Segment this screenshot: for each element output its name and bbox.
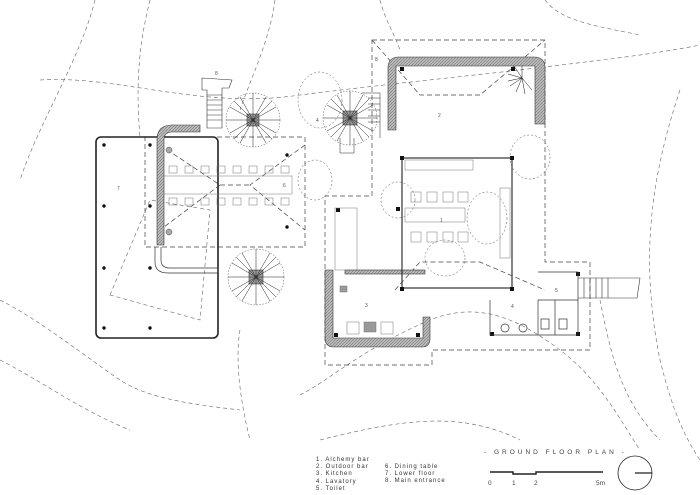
legend-item: 3. Kitchen [316, 471, 353, 478]
dining-table [163, 165, 293, 206]
legend-item: 1. Alchemy bar [316, 457, 370, 463]
room-tag-kitchen: 3 [365, 303, 368, 309]
room-tag-lavatory: 4 [511, 304, 514, 310]
bar-furniture [297, 71, 551, 335]
legend-column-2: 6. Dining table 7. Lower floor 8. Main e… [385, 464, 446, 486]
room-tag-alchemy-bar: 1 [440, 218, 443, 224]
room-tag-main-entrance: 8 [375, 57, 378, 63]
entrance-stair-right [578, 277, 641, 299]
room-tag-lower-floor: 7 [117, 186, 120, 192]
legend-item: 6. Dining table [385, 464, 439, 470]
bar-room [401, 157, 513, 289]
legend-column-1: 1. Alchemy bar 2. Outdoor bar 3. Kitchen… [316, 457, 370, 493]
room-tag-outdoor-bar: 2 [438, 113, 441, 119]
bar-building-walls [324, 56, 546, 348]
site-contours [0, 0, 700, 461]
dining-wall [156, 124, 201, 246]
drawing-title: - GROUND FLOOR PLAN - [484, 449, 627, 456]
entrance-stair-left [201, 77, 233, 129]
roof-outlines [144, 39, 591, 366]
scale-bar [490, 471, 603, 475]
toilet-block [489, 271, 579, 336]
scale-label: 2 [534, 480, 538, 487]
scale-label: 5m [596, 480, 606, 487]
legend-item: 8. Main entrance [385, 478, 446, 485]
legend-item: 4. Lavatory [316, 478, 357, 485]
room-tag-dining-table: 6 [283, 183, 286, 189]
scale-label: 0 [488, 480, 492, 487]
north-arrow-icon [617, 455, 653, 491]
room-tags: 1 2 3 4 4 5 6 7 8 8 [117, 57, 558, 310]
scale-label: 1 [512, 480, 516, 487]
railing [154, 247, 219, 274]
legend-item: 7. Lower floor [385, 471, 436, 478]
legend-item: 2. Outdoor bar [316, 464, 369, 471]
deck-columns [102, 143, 289, 330]
legend-item: 5. Toilet [316, 485, 346, 492]
room-tag-lavatory: 4 [316, 118, 319, 124]
room-tag-main-entrance: 8 [215, 71, 218, 77]
spiral-stairs [225, 64, 533, 306]
room-tag-toilet: 5 [555, 288, 558, 294]
